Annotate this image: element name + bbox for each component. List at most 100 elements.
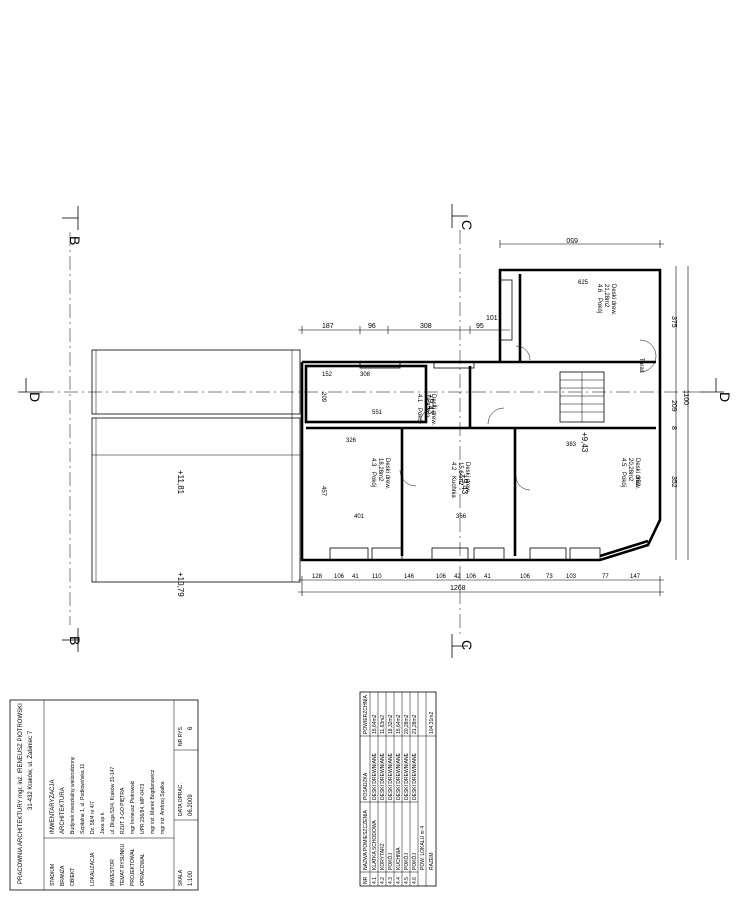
svg-text:TEMAT RYSUNKU: TEMAT RYSUNKU — [120, 843, 126, 886]
dim-label: 106 — [334, 574, 345, 580]
svg-text:KUCHNIA: KUCHNIA — [396, 847, 402, 870]
table-header: NAZWA POMIESZCZENIA — [363, 810, 369, 870]
svg-text:mgr inż. Marek Bogdanowicz: mgr inż. Marek Bogdanowicz — [150, 769, 156, 834]
sheet-label: NR RYS. — [178, 726, 184, 746]
svg-text:152: 152 — [322, 372, 333, 378]
section-letter: D — [717, 392, 733, 402]
svg-text:352: 352 — [634, 476, 640, 487]
svg-text:4.6: 4.6 — [412, 877, 418, 884]
svg-text:DESKI DREWNIANE: DESKI DREWNIANE — [412, 752, 418, 800]
svg-text:DESKI DREWNIANE: DESKI DREWNIANE — [372, 752, 378, 800]
svg-text:Deski drew.: Deski drew. — [464, 462, 470, 493]
svg-text:RZUT 3-GO PIĘTRA: RZUT 3-GO PIĘTRA — [120, 787, 126, 834]
svg-text:4.6: 4.6 — [596, 284, 602, 293]
svg-text:625: 625 — [578, 280, 589, 286]
dim-label: 106 — [520, 574, 531, 580]
neighbour-terrace — [91, 349, 301, 583]
svg-text:Deski drew.: Deski drew. — [610, 284, 616, 315]
title-row: mgr inż. Marek Bogdanowicz — [150, 769, 156, 834]
svg-text:18,28m2: 18,28m2 — [377, 458, 383, 482]
svg-text:4.2: 4.2 — [380, 877, 386, 884]
svg-text:4.5: 4.5 — [620, 458, 626, 467]
svg-text:UPR 236/84, MP-0473: UPR 236/84, MP-0473 — [140, 783, 146, 834]
title-row: PROJEKTOWAŁ mgr Ireneusz Piotrowski — [130, 781, 136, 886]
door-swings — [399, 339, 657, 491]
svg-text:Pokój: Pokój — [370, 472, 376, 487]
dim-label: 308 — [420, 323, 432, 330]
svg-text:+9,43: +9,43 — [426, 394, 435, 415]
svg-text:Budynek mieszkalny wielorodzin: Budynek mieszkalny wielorodzinny — [70, 756, 76, 834]
svg-text:DESKI DREWNIANE: DESKI DREWNIANE — [404, 752, 410, 800]
svg-text:POKÓJ: POKÓJ — [387, 853, 394, 870]
staircase — [559, 371, 605, 423]
table-footer-value: 104,31m2 — [429, 712, 435, 734]
dim-label: 110 — [372, 574, 382, 580]
dim-total-label: 1100 — [682, 390, 689, 405]
svg-text:KLATKA SCHODOWA: KLATKA SCHODOWA — [372, 820, 378, 870]
svg-text:4.3: 4.3 — [370, 458, 376, 467]
dimension-chain-top: 187 96 308 95 101 650 — [298, 236, 664, 334]
svg-text:308: 308 — [360, 372, 371, 378]
table-header: NR — [363, 876, 369, 884]
svg-text:ARCHITEKTURA: ARCHITEKTURA — [60, 787, 66, 834]
svg-text:PROJEKTOWAŁ: PROJEKTOWAŁ — [130, 848, 136, 886]
table-row: 4.1 KLATKA SCHODOWA DESKI DREWNIANE 15,6… — [372, 714, 378, 884]
dim-label: 42 — [454, 574, 461, 580]
section-marker-b-top: B — [62, 206, 83, 245]
svg-text:mgr Ireneusz Piotrowski: mgr Ireneusz Piotrowski — [130, 781, 136, 834]
company-address: 31-432 Kraków, ul. Żabiniec 7 — [27, 730, 34, 810]
dimension-chain-right: 375 209 8 352 1100 — [670, 266, 689, 560]
level-mark: +11,81 — [176, 470, 185, 495]
dim-label: 650 — [566, 236, 578, 243]
svg-text:4.1: 4.1 — [416, 394, 422, 403]
dim-label: 101 — [486, 315, 498, 322]
room-label-4-2: 4.2 Kuchnia 15,64m2 Deski drew. — [450, 462, 470, 498]
dimension-chain-bottom: 128 106 41 110 146 106 42 106 41 106 73 … — [298, 574, 664, 596]
svg-text:21,28m2: 21,28m2 — [412, 714, 418, 734]
svg-text:OBIEKT: OBIEKT — [70, 868, 76, 886]
svg-text:383: 383 — [566, 442, 577, 448]
table-row: 4.6 POKÓJ DESKI DREWNIANE 21,28m2 — [411, 714, 418, 884]
dim-label: 73 — [546, 574, 553, 580]
dim-label: 103 — [566, 574, 577, 580]
section-letter: D — [27, 392, 43, 402]
svg-text:Deski drew.: Deski drew. — [430, 394, 436, 425]
table-footer-label: RAZEM — [429, 853, 435, 871]
table-row: 4.4 KUCHNIA DESKI DREWNIANE 15,64m2 — [396, 714, 402, 884]
svg-text:4.2: 4.2 — [450, 462, 456, 471]
room-label-4-3: 4.3 Pokój 18,28m2 Deski drew. — [370, 458, 390, 489]
room-label-4-5: 4.5 Pokój 20,28m2 Deski drew. — [620, 458, 640, 489]
dim-total-label: 1268 — [450, 585, 466, 592]
company-name: PRACOWNIA ARCHITEKTURY mgr. inż. IRENEUS… — [18, 703, 24, 884]
dim-label: 95 — [476, 323, 484, 330]
dim-label: 41 — [484, 574, 491, 580]
table-row: 4.2 KORYTARZ DESKI DREWNIANE 11,63m2 — [380, 715, 386, 884]
section-marker-c-top: C — [451, 204, 475, 230]
dim-label: 8 — [670, 426, 677, 430]
table-header: POSADZKA — [363, 772, 369, 800]
dim-label: 41 — [352, 574, 359, 580]
windows-bottom — [329, 279, 601, 561]
svg-text:Kuchnia: Kuchnia — [450, 476, 456, 498]
title-row: OBIEKT Budynek mieszkalny wielorodzinny — [70, 756, 76, 886]
svg-text:4.5: 4.5 — [404, 877, 410, 884]
section-marker-b-bottom: B — [62, 628, 83, 652]
sheet-number: 6 — [188, 726, 194, 730]
svg-text:Dz. 58/4 nr 4/7: Dz. 58/4 nr 4/7 — [90, 801, 96, 834]
svg-text:20,28m2: 20,28m2 — [627, 458, 633, 482]
svg-text:209: 209 — [320, 392, 326, 403]
svg-text:Taras: Taras — [638, 358, 644, 373]
svg-text:551: 551 — [372, 410, 383, 416]
table-row: 4.3 POKÓJ DESKI DREWNIANE 18,32m2 — [387, 714, 394, 884]
svg-text:LOKALIZACJA: LOKALIZACJA — [90, 852, 96, 886]
section-letter: B — [67, 636, 83, 645]
svg-text:4.1: 4.1 — [372, 877, 378, 884]
dim-label: 147 — [630, 574, 641, 580]
room-label-4-6: 4.6 Pokój 21,28m2 Deski drew. — [596, 284, 616, 315]
svg-text:INWESTOR: INWESTOR — [110, 859, 116, 886]
svg-text:366: 366 — [456, 514, 467, 520]
svg-text:Deski drew.: Deski drew. — [384, 458, 390, 489]
svg-text:POKÓJ: POKÓJ — [411, 853, 418, 870]
room-label-4-1: 4.1 Pokój 16,52m2 Deski drew. — [416, 394, 436, 425]
